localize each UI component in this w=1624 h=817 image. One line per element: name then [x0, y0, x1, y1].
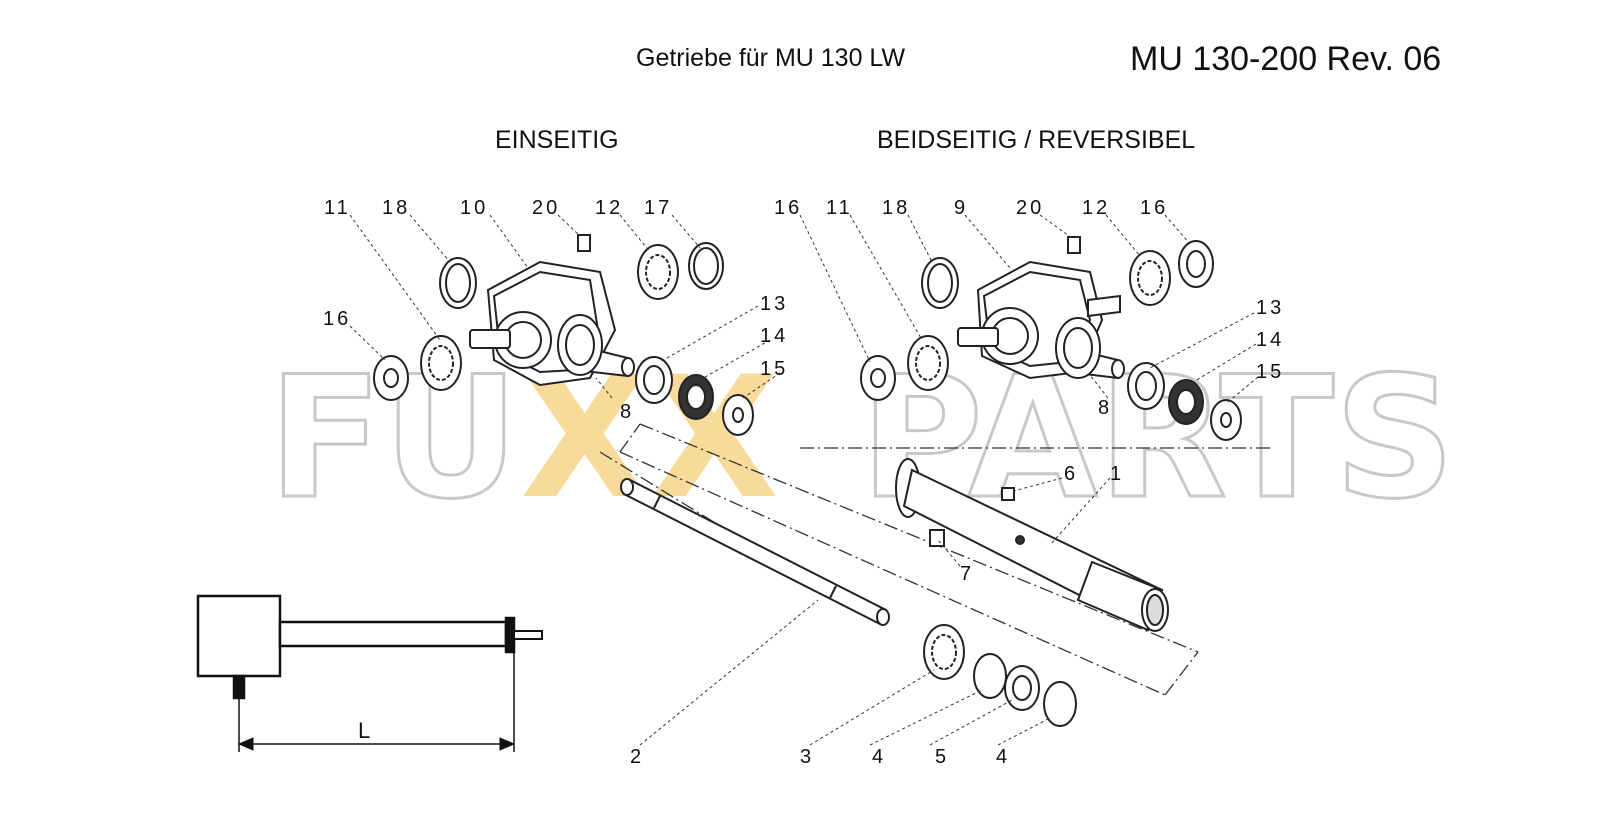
callout-14: 14	[1256, 329, 1284, 351]
callout-5: 5	[935, 746, 949, 768]
callout-16: 16	[323, 308, 351, 330]
schematic-end-bearing	[504, 616, 516, 654]
callout-12: 12	[595, 197, 623, 219]
callout-15: 15	[760, 358, 788, 380]
callout-13: 13	[760, 293, 788, 315]
circlip-4a	[973, 653, 1007, 699]
callout-9: 9	[954, 197, 968, 219]
callout-4: 4	[996, 746, 1010, 768]
schematic-shaft-stub	[513, 630, 543, 640]
document-id: MU 130-200 Rev. 06	[1130, 40, 1442, 78]
gearbox-left	[469, 260, 635, 387]
callout-4: 4	[872, 746, 886, 768]
bearing-13-left	[635, 356, 673, 404]
callout-11: 11	[324, 197, 351, 219]
callout-1: 1	[1110, 463, 1124, 485]
washer-15-right	[1210, 399, 1242, 441]
seal-16-right-top	[1178, 240, 1214, 288]
callout-17: 17	[644, 197, 672, 219]
dimension-label-l: L	[358, 718, 370, 743]
callout-16: 16	[774, 197, 802, 219]
right-rings-bearings	[860, 236, 1242, 441]
callout-2: 2	[630, 746, 644, 768]
diagram-subtitle: Getriebe für MU 130 LW	[636, 44, 906, 72]
hardware-6-7	[929, 487, 1015, 547]
callout-6: 6	[1064, 463, 1078, 485]
callout-labels: 11 18 10 20 12 17 16 13 14 15 8 16 11 18…	[323, 197, 1284, 768]
bearing-3	[923, 624, 965, 680]
gearbox-right	[957, 260, 1125, 380]
drive-shaft-2	[620, 478, 890, 626]
callout-11: 11	[826, 197, 853, 219]
schematic-tube	[278, 620, 508, 648]
callout-13: 13	[1256, 297, 1284, 319]
circlip-4b	[1043, 681, 1077, 727]
breather-20-right	[1067, 236, 1081, 254]
callout-20: 20	[532, 197, 560, 219]
bearing-12-right	[1129, 250, 1171, 306]
callout-12: 12	[1082, 197, 1110, 219]
washer-5	[1004, 665, 1040, 711]
callout-20: 20	[1016, 197, 1044, 219]
callout-14: 14	[760, 325, 788, 347]
section-header-einseitig: EINSEITIG	[495, 126, 619, 154]
breather-20-left	[577, 234, 591, 252]
callout-8: 8	[620, 401, 634, 423]
seal-16-right-left	[860, 355, 896, 401]
bearing-11-right	[907, 335, 949, 391]
callout-leader-lines	[349, 214, 1259, 746]
callout-15: 15	[1256, 361, 1284, 383]
bottom-small-parts	[923, 624, 1077, 727]
washer-15-left	[722, 394, 754, 436]
grub-screw-6	[1001, 487, 1015, 501]
bearing-12-left	[637, 244, 679, 300]
schematic-gearbox-box	[196, 594, 282, 678]
bearing-13-right	[1127, 362, 1165, 410]
section-header-beidseitig: BEIDSEITIG / REVERSIBEL	[877, 126, 1196, 154]
left-rings-bearings	[373, 234, 754, 436]
callout-8: 8	[1098, 397, 1112, 419]
schematic-input-stub	[232, 674, 246, 700]
bearing-11-left	[420, 335, 462, 391]
callout-18: 18	[882, 197, 910, 219]
bolt-7	[929, 529, 945, 547]
callout-10: 10	[460, 197, 488, 219]
callout-7: 7	[960, 563, 974, 585]
callout-16: 16	[1140, 197, 1168, 219]
callout-18: 18	[382, 197, 410, 219]
seal-16-left	[373, 355, 409, 401]
length-schematic	[196, 594, 543, 752]
callout-3: 3	[800, 746, 814, 768]
